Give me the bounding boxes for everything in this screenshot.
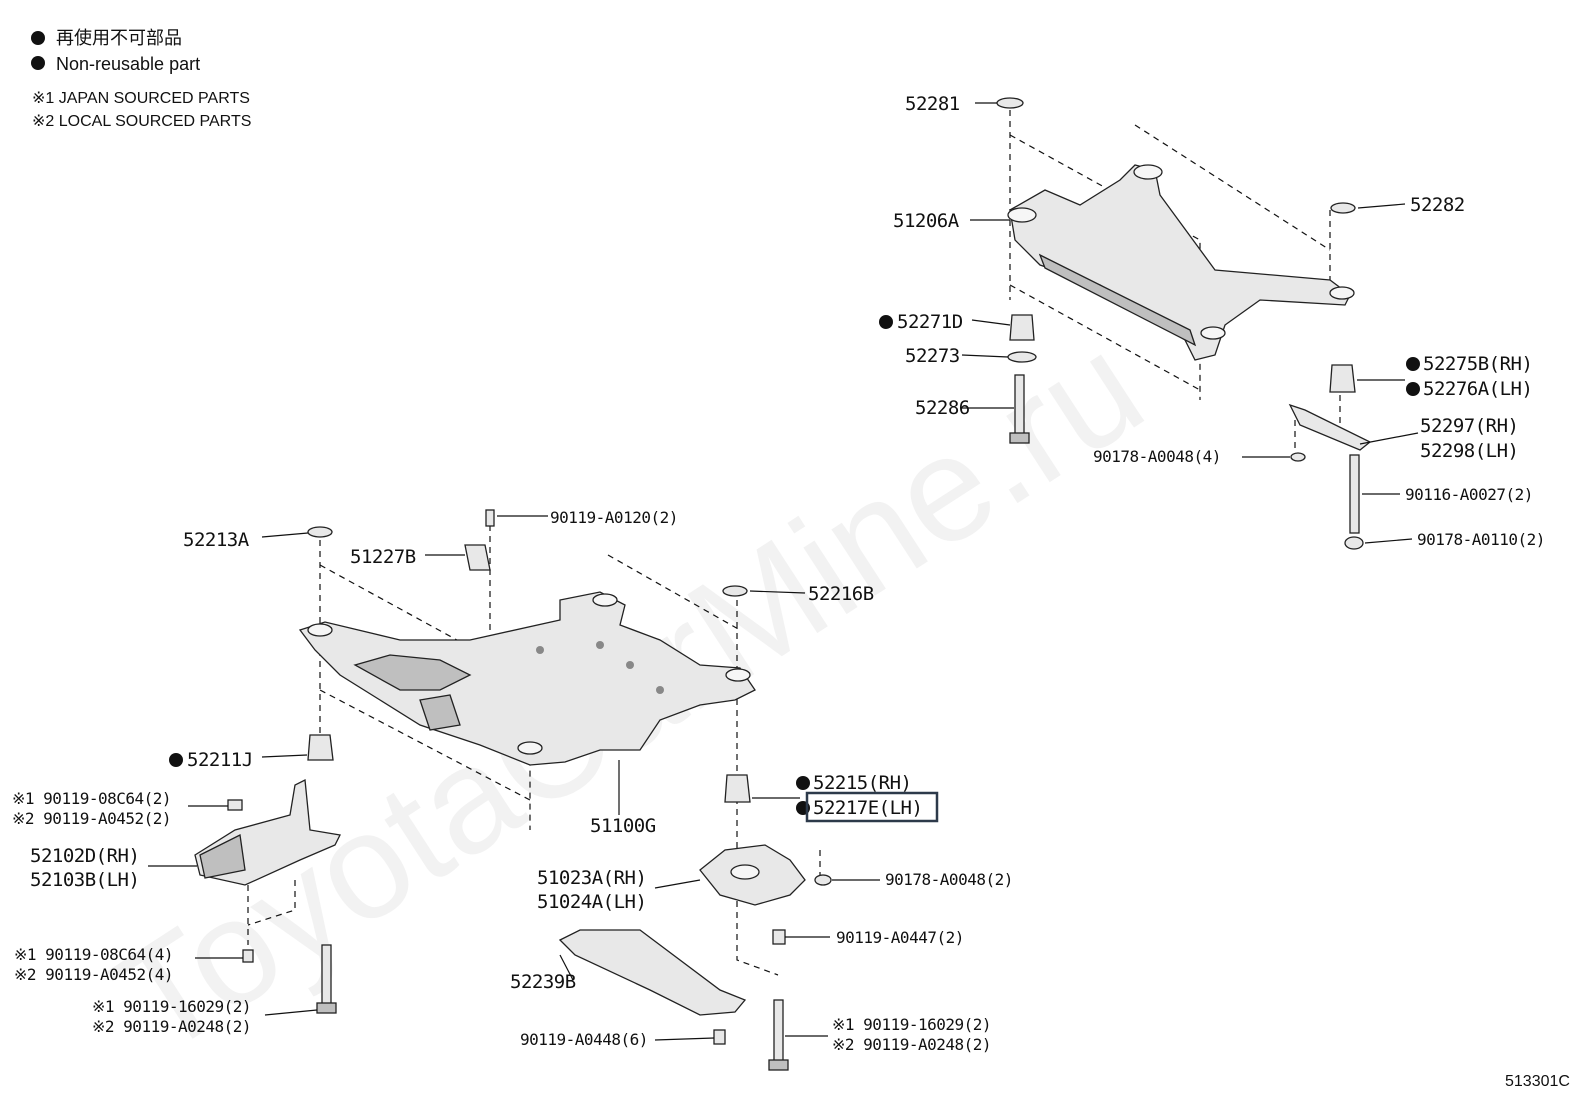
- label-90119-A0120[interactable]: 90119-A0120(2): [550, 508, 678, 527]
- non-reusable-dot-icon: [796, 776, 810, 790]
- bracket-52297[interactable]: [1288, 403, 1372, 451]
- bolt-90119-16029-left[interactable]: [321, 944, 332, 1006]
- label-52271D[interactable]: 52271D: [897, 311, 963, 333]
- bolt-90119-A0120[interactable]: [485, 509, 495, 527]
- stud-90116-A0027[interactable]: [1349, 454, 1360, 534]
- label-52282[interactable]: 52282: [1410, 194, 1465, 216]
- bolt-90119-08C64-2[interactable]: [227, 799, 243, 811]
- nut-90178-A0110[interactable]: [1344, 536, 1364, 550]
- bushing-52211J[interactable]: [307, 734, 334, 761]
- label-52298[interactable]: 52298(LH): [1420, 440, 1519, 462]
- label-52297[interactable]: 52297(RH): [1420, 415, 1519, 437]
- label-52103B[interactable]: 52103B(LH): [30, 869, 140, 891]
- label-90119-A0448[interactable]: 90119-A0448(6): [520, 1030, 648, 1049]
- label-52276A[interactable]: 52276A(LH): [1423, 378, 1533, 400]
- bushing-52275B[interactable]: [1329, 364, 1356, 393]
- non-reusable-dot-icon: [1406, 382, 1420, 396]
- label-90178-A0110[interactable]: 90178-A0110(2): [1417, 530, 1545, 549]
- label-90119-08C64-4[interactable]: ※1 90119-08C64(4): [14, 945, 174, 964]
- bolt-90119-A0447[interactable]: [772, 929, 786, 945]
- label-52239B[interactable]: 52239B: [510, 971, 576, 993]
- label-52275B[interactable]: 52275B(RH): [1423, 353, 1533, 375]
- washer-52281[interactable]: [996, 97, 1024, 109]
- label-90116-A0027[interactable]: 90116-A0027(2): [1405, 485, 1533, 504]
- bolt-90119-08C64-4[interactable]: [242, 949, 254, 963]
- washer-52216B[interactable]: [722, 585, 748, 597]
- label-90119-A0452-4[interactable]: ※2 90119-A0452(4): [14, 965, 174, 984]
- label-52286[interactable]: 52286: [915, 397, 970, 419]
- bolt-52286[interactable]: [1014, 374, 1025, 436]
- rear-crossmember-assembly: 52281 51206A 52282 52271D 52273 52286 52…: [879, 93, 1545, 550]
- bracket-51227B[interactable]: [464, 544, 491, 571]
- label-51100G[interactable]: 51100G: [590, 815, 656, 837]
- non-reusable-dot-icon: [879, 315, 893, 329]
- washer-52213A[interactable]: [307, 526, 333, 538]
- bolt-90119-16029-right[interactable]: [773, 999, 784, 1063]
- label-90119-A0248-right[interactable]: ※2 90119-A0248(2): [832, 1035, 992, 1054]
- bolt-90119-A0448[interactable]: [713, 1029, 726, 1045]
- legend-japanese: 再使用不可部品: [56, 28, 182, 48]
- label-52216B[interactable]: 52216B: [808, 583, 874, 605]
- legend-non-reusable: Non-reusable part: [56, 54, 200, 74]
- label-90119-A0248-left[interactable]: ※2 90119-A0248(2): [92, 1017, 252, 1036]
- label-52217E[interactable]: 52217E(LH): [813, 797, 923, 819]
- label-52273[interactable]: 52273: [905, 345, 960, 367]
- label-52281[interactable]: 52281: [905, 93, 960, 115]
- highlight-box: [805, 791, 939, 823]
- label-90119-A0452-2[interactable]: ※2 90119-A0452(2): [12, 809, 172, 828]
- washer-52273[interactable]: [1007, 351, 1037, 363]
- brace-52239B[interactable]: [558, 929, 747, 1016]
- legend-local-sourced: ※2 LOCAL SOURCED PARTS: [32, 113, 251, 130]
- label-90178-A0048-2[interactable]: 90178-A0048(2): [885, 870, 1013, 889]
- non-reusable-dot-icon: [31, 56, 45, 70]
- non-reusable-dot-icon: [169, 753, 183, 767]
- label-51024A[interactable]: 51024A(LH): [537, 891, 647, 913]
- label-52215[interactable]: 52215(RH): [813, 772, 912, 794]
- label-52213A[interactable]: 52213A: [183, 529, 250, 551]
- label-51227B[interactable]: 51227B: [350, 546, 416, 568]
- washer-52282[interactable]: [1330, 202, 1356, 214]
- legend-japan-sourced: ※1 JAPAN SOURCED PARTS: [32, 90, 250, 107]
- non-reusable-dot-icon: [31, 31, 45, 45]
- label-90119-16029-right[interactable]: ※1 90119-16029(2): [832, 1015, 992, 1034]
- non-reusable-dot-icon: [1406, 357, 1420, 371]
- nut-90178-A0048-4[interactable]: [1290, 452, 1306, 462]
- bushing-52217E[interactable]: [724, 774, 751, 803]
- nut-90178-A0048-2[interactable]: [814, 874, 832, 886]
- label-90119-16029-left[interactable]: ※1 90119-16029(2): [92, 997, 252, 1016]
- label-90119-08C64-2[interactable]: ※1 90119-08C64(2): [12, 789, 172, 808]
- label-51023A[interactable]: 51023A(RH): [537, 867, 647, 889]
- label-90178-A0048-4[interactable]: 90178-A0048(4): [1093, 447, 1221, 466]
- diagram-code: 513301C: [1505, 1073, 1570, 1090]
- front-crossmember-assembly: 52213A 90119-A0120(2) 51227B 52216B 5221…: [12, 508, 1013, 1071]
- legend: 再使用不可部品 Non-reusable part ※1 JAPAN SOURC…: [31, 28, 251, 130]
- label-52102D[interactable]: 52102D(RH): [30, 845, 140, 867]
- label-52211J[interactable]: 52211J: [187, 749, 253, 771]
- label-90119-A0447[interactable]: 90119-A0447(2): [836, 928, 964, 947]
- label-51206A[interactable]: 51206A: [893, 210, 960, 232]
- bushing-52271D[interactable]: [1009, 314, 1035, 341]
